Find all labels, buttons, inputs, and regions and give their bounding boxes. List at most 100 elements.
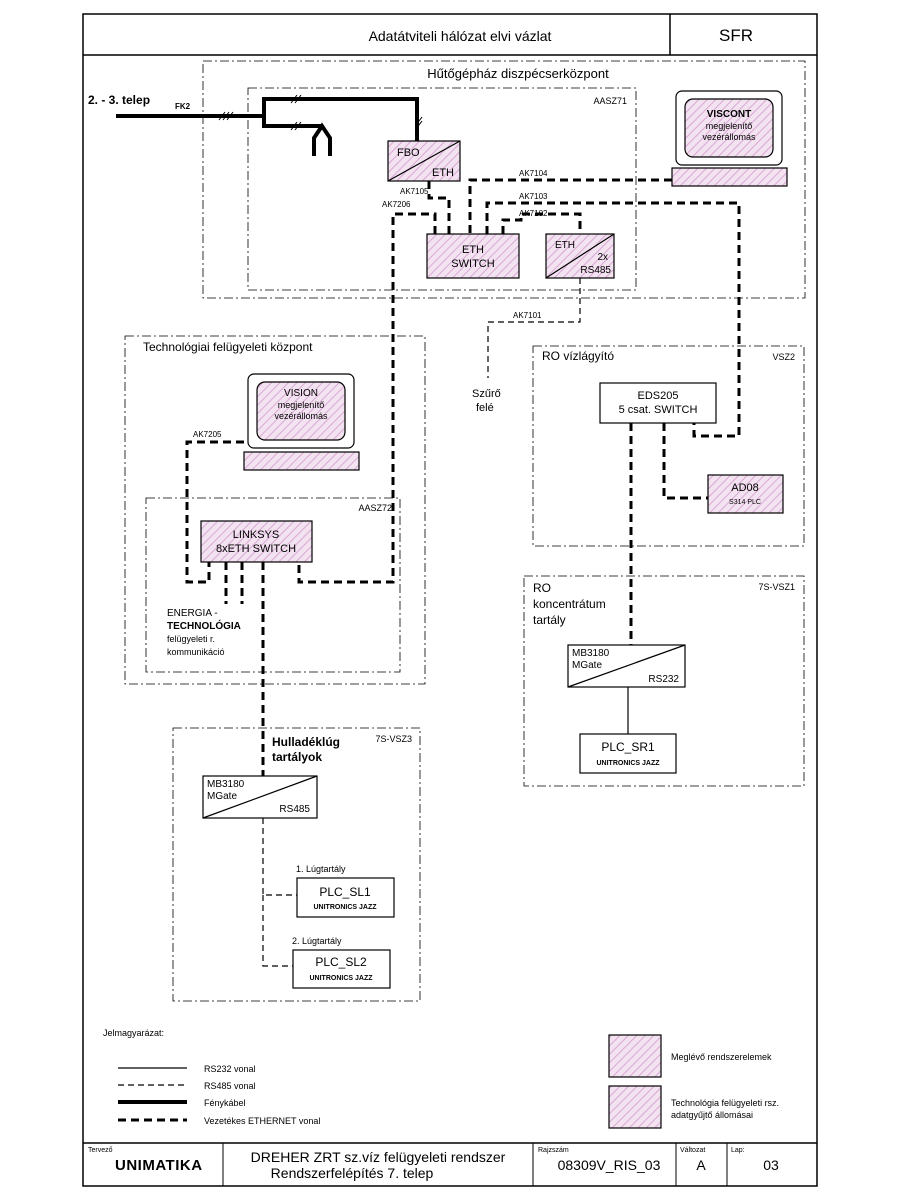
project-title-1: DREHER ZRT sz.víz felügyeleti rendszer	[251, 1149, 506, 1165]
zone-aasz71	[247, 87, 637, 291]
converter-2x-label: 2x	[597, 252, 608, 263]
zone-aasz71-id: AASZ71	[593, 96, 627, 106]
eth-switch-label-1: ETH	[462, 244, 484, 256]
legend-rs485-text: RS485 vonal	[204, 1081, 256, 1091]
cable-label-ak7103: AK7103	[519, 192, 548, 201]
mb3180-rs232-diagonal	[567, 644, 686, 688]
converter-diagonal	[545, 233, 615, 279]
mb3180-rs485-port: RS485	[279, 804, 310, 815]
legend-tech-text-1: Technológia felügyeleti rsz.	[671, 1098, 779, 1108]
zone-waste-lye	[172, 727, 421, 1002]
plc-sl2-label: PLC_SL2	[315, 955, 367, 969]
plc-sl2-sub: UNITRONICS JAZZ	[310, 975, 374, 982]
fiber-branch	[262, 116, 322, 128]
zone-cooling-plant	[202, 60, 806, 299]
rs485-cable-sl2	[262, 895, 293, 967]
vision-label-1: VISION	[284, 388, 318, 399]
eth-switch-label-2: SWITCH	[451, 258, 494, 270]
fbo-eth-label: ETH	[432, 167, 454, 179]
zone-ro-softener-title: RO vízlágyító	[542, 349, 614, 363]
legend-ethernet-text: Vezetékes ETHERNET vonal	[204, 1116, 320, 1126]
eth-cable-ak7105	[427, 181, 451, 234]
vision-label-2: megjelenítő	[278, 400, 325, 410]
energia-label-2: TECHNOLÓGIA	[167, 619, 241, 632]
lug1-label: 1. Lúgtartály	[296, 864, 346, 874]
mb3180-rs485-diagonal	[202, 775, 318, 819]
fk2-label: FK2	[175, 102, 191, 111]
eth-cable-ad08	[662, 423, 708, 500]
mb3180-rs232-label-1: MB3180	[572, 648, 610, 659]
cable-label-ak7206: AK7206	[382, 200, 411, 209]
rs485-cable-ak7101	[487, 278, 581, 378]
viscont-keyboard	[671, 167, 788, 187]
cable-label-ak7101: AK7101	[513, 311, 542, 320]
fiber-cable-fk2	[116, 97, 419, 141]
legend-tech-swatch	[608, 1085, 662, 1129]
ad08-label-1: AD08	[731, 482, 759, 494]
legend-tech-text-2: adatgyűjtő állomásai	[671, 1110, 753, 1120]
eth-cable-ak7205	[185, 440, 244, 584]
zone-waste-lye-id: 7S-VSZ3	[375, 734, 412, 744]
converter-rs485-label: RS485	[580, 265, 611, 276]
zone-ro-softener-id: VSZ2	[772, 352, 795, 362]
eth-cable-ak7206	[297, 212, 437, 584]
linksys-label-2: 8xETH SWITCH	[216, 543, 296, 555]
mb3180-rs485-label-2: MGate	[207, 791, 237, 802]
plc-sr1-sub: UNITRONICS JAZZ	[597, 760, 661, 767]
zone-aasz72	[145, 497, 401, 673]
zone-ro-softener	[532, 345, 805, 547]
vision-screen	[256, 381, 346, 441]
zone-ro-concentrate-id: 7S-VSZ1	[758, 582, 795, 592]
energia-label-4: kommunikáció	[167, 647, 225, 657]
converter-eth-label: ETH	[555, 240, 575, 251]
legend-fiber-text: Fénykábel	[204, 1098, 246, 1108]
plc-sl1-sub: UNITRONICS JAZZ	[314, 904, 378, 911]
lug2-label: 2. Lúgtartály	[292, 936, 342, 946]
plc-sl1-label: PLC_SL1	[319, 885, 371, 899]
mb3180-rs232-label-2: MGate	[572, 660, 602, 671]
zone-tech-center	[124, 335, 426, 685]
fiber-tick-marks	[218, 94, 423, 131]
zone-ro-concentrate-title-1: RO	[533, 581, 551, 595]
drawing-number-label: Rajzszám	[538, 1147, 569, 1154]
drawing-code: SFR	[719, 26, 753, 45]
zone-tech-center-title: Technológiai felügyeleti központ	[143, 340, 313, 354]
viscont-label-1: VISCONT	[707, 109, 751, 120]
version-label: Változat	[680, 1147, 705, 1154]
designer-label: Tervező	[88, 1147, 113, 1154]
plc-sr1-label: PLC_SR1	[601, 740, 655, 754]
legend-title: Jelmagyarázat:	[103, 1028, 164, 1038]
cable-label-ak7205: AK7205	[193, 430, 222, 439]
telep-label: 2. - 3. telep	[88, 93, 150, 107]
version-value: A	[696, 1157, 706, 1173]
legend-existing-text: Meglévő rendszerelemek	[671, 1052, 772, 1062]
zone-waste-lye-title-1: Hulladéklúg	[272, 735, 340, 749]
plc-sl2	[292, 949, 391, 989]
plc-sr1	[579, 733, 677, 774]
eth-cable-ak7103	[485, 201, 741, 438]
fbo-label: FBO	[397, 147, 420, 159]
linksys-label-1: LINKSYS	[233, 529, 279, 541]
rs485-cable-sl1	[262, 818, 297, 896]
ad08-label-2: S314 PLC	[729, 499, 761, 506]
eth-switch	[426, 233, 520, 279]
zone-waste-lye-title-2: tartályok	[272, 750, 322, 764]
energia-label-1: ENERGIA -	[167, 608, 218, 619]
ad08-plc	[707, 474, 784, 514]
vision-keyboard	[243, 451, 360, 471]
sheet-label: Lap:	[731, 1147, 745, 1154]
drawing-number: 08309V_RIS_03	[558, 1157, 661, 1173]
eth-cable-ak7104	[468, 178, 672, 234]
eds205-label-1: EDS205	[638, 390, 679, 402]
fbo-diagonal	[387, 140, 461, 182]
cable-label-ak7102: AK7102	[519, 209, 548, 218]
szuro-label-1: Szűrő	[472, 388, 501, 400]
fiber-branch-end	[312, 122, 332, 156]
linksys-switch	[200, 520, 313, 563]
viscont-screen	[684, 98, 774, 158]
zone-ro-concentrate	[523, 575, 805, 787]
viscont-label-2: megjelenítő	[706, 121, 753, 131]
legend-existing-swatch	[608, 1034, 662, 1078]
mb3180-rs485-label-1: MB3180	[207, 779, 245, 790]
